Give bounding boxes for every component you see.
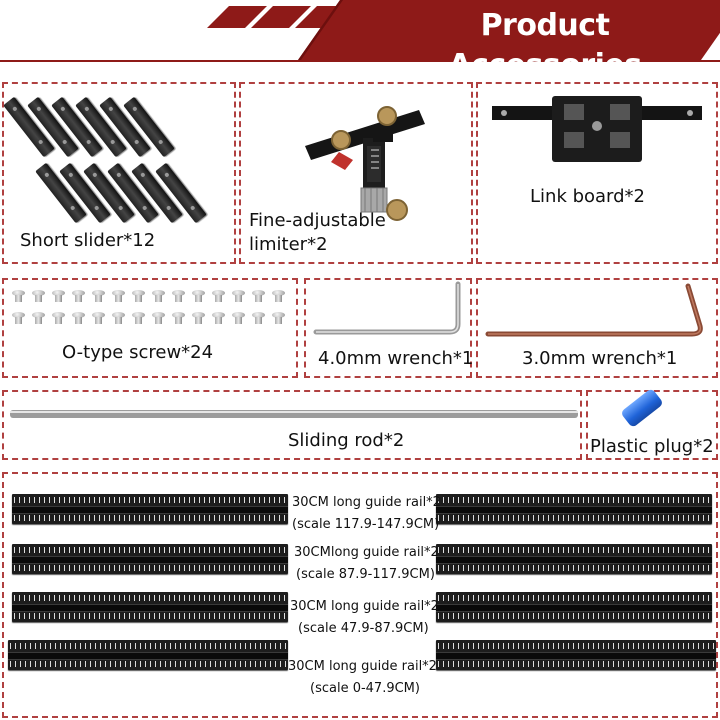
- screw-image: [192, 290, 205, 302]
- guide-rail-image: [12, 494, 288, 524]
- screw-image: [152, 290, 165, 302]
- screw-image: [272, 312, 285, 324]
- limiter-label-line1: Fine-adjustable: [249, 210, 386, 231]
- short-slider-label: Short slider*12: [20, 230, 156, 251]
- limiter-image: [305, 106, 425, 221]
- guide-rail-image: [12, 544, 288, 574]
- guide-rail-image: [436, 494, 712, 524]
- link-board-image: [492, 96, 702, 162]
- wrench-4mm-label: 4.0mm wrench*1: [318, 348, 474, 369]
- screw-image: [32, 290, 45, 302]
- panel-sliding-rod: Sliding rod*2: [2, 390, 582, 460]
- screw-image: [172, 290, 185, 302]
- plastic-plug-label: Plastic plug*2: [590, 436, 714, 457]
- screw-image: [112, 312, 125, 324]
- screw-image: [72, 290, 85, 302]
- screw-image: [232, 290, 245, 302]
- sliding-rod-label: Sliding rod*2: [288, 430, 405, 451]
- panel-short-slider: Short slider*12: [2, 82, 236, 264]
- rail-label-scale: (scale 47.9-87.9CM): [298, 621, 429, 636]
- rail-label-scale: (scale 0-47.9CM): [310, 681, 420, 696]
- screw-image: [12, 290, 25, 302]
- screw-image: [172, 312, 185, 324]
- rail-label-name: 30CMlong guide rail*2: [294, 545, 439, 560]
- plastic-plug-image: [620, 387, 664, 429]
- rail-label-name: 30CM long guide rail*2: [288, 659, 437, 674]
- screw-image: [32, 312, 45, 324]
- panel-plastic-plug: Plastic plug*2: [586, 387, 718, 460]
- rail-label-name: 30CM long guide rail*2: [290, 599, 439, 614]
- screw-image: [92, 290, 105, 302]
- screw-image: [12, 312, 25, 324]
- panel-limiter: Fine-adjustable limiter*2: [239, 82, 473, 264]
- wrench-3mm-label: 3.0mm wrench*1: [522, 348, 678, 369]
- link-board-label: Link board*2: [530, 186, 646, 207]
- rail-label-scale: (scale 87.9-117.9CM): [296, 567, 435, 582]
- screw-image: [232, 312, 245, 324]
- screw-image: [92, 312, 105, 324]
- panel-wrench-4mm: 4.0mm wrench*1: [304, 278, 474, 378]
- panel-link-board: Link board*2: [476, 82, 718, 264]
- screw-image: [212, 312, 225, 324]
- guide-rail-image: [12, 592, 288, 622]
- screw-image: [212, 290, 225, 302]
- screw-image: [72, 312, 85, 324]
- rail-label-scale: (scale 117.9-147.9CM): [292, 517, 440, 532]
- guide-rail-image: [436, 640, 716, 670]
- screw-image: [132, 290, 145, 302]
- panel-guide-rails: 30CM long guide rail*2 (scale 117.9-147.…: [2, 472, 718, 718]
- guide-rail-image: [436, 544, 712, 574]
- header-divider: [0, 60, 720, 62]
- screw-image: [52, 290, 65, 302]
- wrench-3mm-image: [485, 283, 703, 337]
- screw-image: [252, 290, 265, 302]
- wrench-4mm-image: [313, 281, 461, 335]
- sliding-rod-image: [10, 410, 578, 418]
- screw-label: O-type screw*24: [62, 342, 214, 363]
- screw-image: [132, 312, 145, 324]
- screw-image: [112, 290, 125, 302]
- panel-screw: O-type screw*24: [2, 278, 298, 378]
- guide-rail-image: [8, 640, 288, 670]
- panel-wrench-3mm: 3.0mm wrench*1: [476, 278, 718, 378]
- page-title: Product Accessories: [448, 8, 642, 83]
- rail-label-name: 30CM long guide rail*2: [292, 495, 441, 510]
- screw-image: [152, 312, 165, 324]
- screw-set-image: [12, 286, 292, 330]
- short-slider-set-image: [3, 90, 230, 224]
- guide-rail-image: [436, 592, 712, 622]
- screw-image: [252, 312, 265, 324]
- screw-image: [272, 290, 285, 302]
- header: Product Accessories: [0, 0, 720, 83]
- limiter-label-line2: limiter*2: [249, 234, 328, 255]
- screw-image: [52, 312, 65, 324]
- screw-image: [192, 312, 205, 324]
